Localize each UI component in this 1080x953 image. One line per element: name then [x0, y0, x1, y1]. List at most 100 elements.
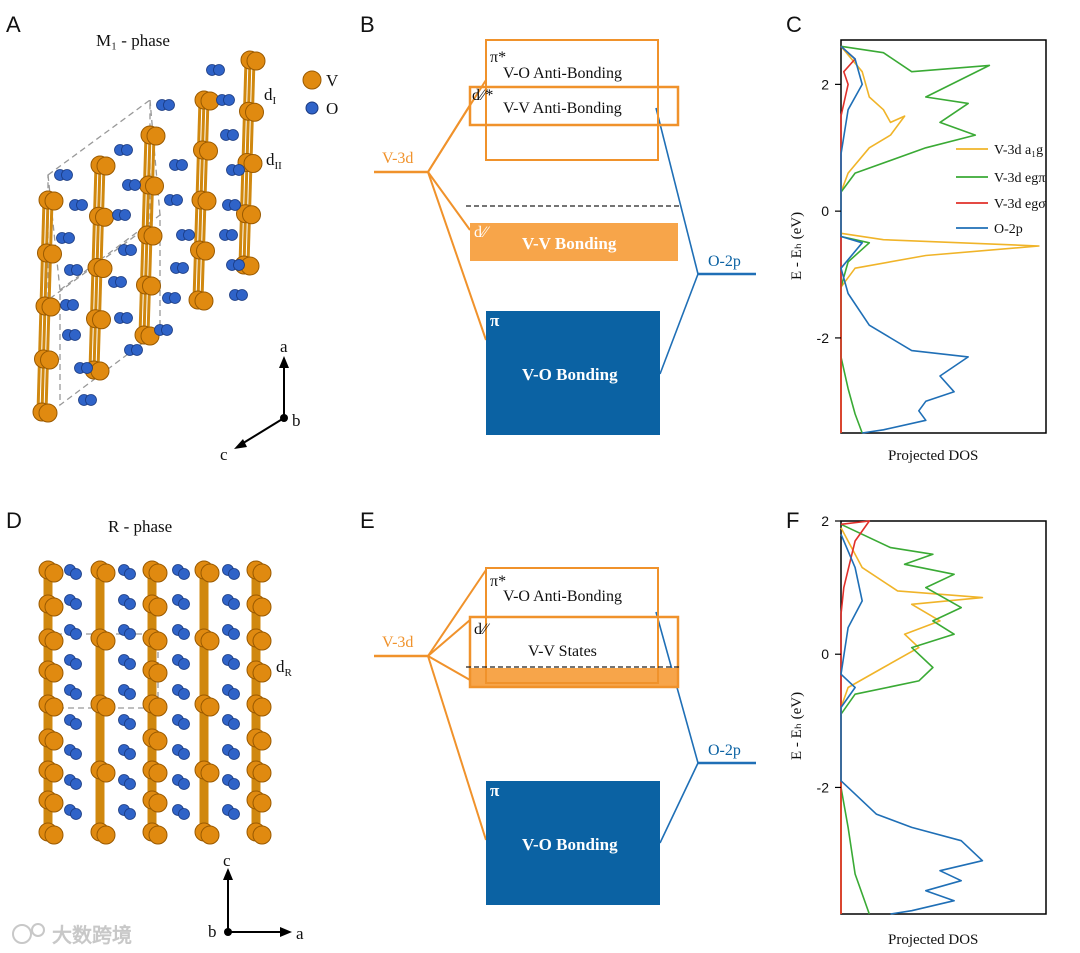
vanadium-atom	[148, 697, 168, 717]
y-tick-label: -2	[817, 330, 830, 346]
vo-bonding-label-e: V-O Bonding	[522, 835, 618, 854]
vanadium-atom	[44, 731, 64, 751]
oxygen-atom	[176, 159, 188, 171]
legend-v-label: V	[326, 71, 339, 90]
vv-antibonding-label: V-V Anti-Bonding	[503, 100, 622, 117]
legend-a1g: V-3d a₁g	[994, 143, 1043, 158]
vo-antibonding-box-e	[485, 567, 659, 684]
dos-curve-eg-pi	[840, 45, 991, 434]
d-par-star-label: d∕∕*	[472, 87, 493, 104]
vanadium-atom	[44, 697, 64, 717]
panel-a: A M₁ - phase V O dI dII a b c	[6, 12, 339, 464]
vanadium-atom	[197, 191, 217, 211]
oxygen-atom	[124, 748, 136, 760]
vanadium-atom	[44, 825, 64, 845]
vanadium-atom	[199, 141, 218, 161]
dos-curves-f	[840, 520, 984, 915]
panel-label-b: B	[360, 12, 375, 37]
vanadium-atom	[96, 825, 116, 845]
oxygen-atom	[124, 568, 136, 580]
vanadium-atom	[143, 226, 163, 246]
oxygen-atom	[178, 778, 190, 790]
vanadium-atom	[252, 731, 272, 751]
oxygen-atom	[70, 688, 82, 700]
vo-antibonding-label-b: V-O Anti-Bonding	[503, 65, 622, 82]
vanadium-atom	[148, 597, 168, 617]
panel-d: D R - phase dR c b a	[6, 508, 304, 943]
vanadium-atom	[246, 51, 266, 71]
o2p-label-b: O-2p	[708, 253, 741, 270]
oxygen-atom	[119, 209, 131, 221]
oxygen-atom	[177, 262, 189, 274]
vanadium-atom	[194, 291, 214, 311]
oxygen-atom	[171, 194, 183, 206]
vanadium-atom	[200, 825, 220, 845]
vanadium-atom	[44, 763, 64, 783]
oxygen-atom	[178, 808, 190, 820]
oxygen-atom	[70, 628, 82, 640]
vanadium-atom	[252, 763, 272, 783]
o2p-connectors-b	[655, 107, 699, 375]
oxygen-atom	[85, 394, 97, 406]
oxygen-atom	[228, 778, 240, 790]
vanadium-atom	[41, 297, 61, 317]
y-tick-label: 0	[821, 646, 829, 662]
v3d-label-b: V-3d	[382, 150, 413, 167]
dos-curve-a1g	[840, 527, 984, 914]
oxygen-atom	[226, 229, 238, 241]
y-tick-label: -2	[817, 779, 830, 795]
vv-states-fill	[470, 668, 678, 686]
oxygen-atom	[67, 299, 79, 311]
vanadium-atom	[93, 259, 113, 278]
o2p-label-e: O-2p	[708, 742, 741, 759]
oxygen-atom	[229, 199, 241, 211]
vv-states-box	[468, 615, 680, 689]
d1-label: dI	[264, 85, 277, 107]
oxygen-atom	[124, 808, 136, 820]
vanadium-atom	[96, 697, 116, 717]
vv-bonding-label: V-V Bonding	[522, 234, 617, 253]
vanadium-atom	[44, 631, 64, 651]
vanadium-legend-icon	[302, 70, 322, 90]
dos-curve-eg-pi	[840, 523, 962, 915]
vanadium-atom	[90, 361, 110, 381]
vanadium-atom	[148, 793, 168, 813]
axes-indicator-a	[234, 356, 289, 449]
x-axis-label-c: Projected DOS	[888, 448, 978, 464]
legend-eg-sigma: V-3d egσ	[994, 197, 1046, 212]
vanadium-atom	[44, 597, 64, 617]
panel-label-e: E	[360, 508, 375, 533]
vanadium-atom	[252, 631, 272, 651]
v3d-connectors-e	[427, 569, 487, 841]
vanadium-atom	[44, 191, 64, 211]
pi-star-label-e: π*	[490, 573, 506, 590]
vanadium-atom	[245, 102, 264, 122]
oxygen-atom	[213, 64, 225, 76]
oxygen-atom	[228, 748, 240, 760]
oxygen-atom	[163, 99, 175, 111]
dos-curve-a1g	[840, 45, 1040, 433]
oxygen-atom	[178, 748, 190, 760]
panel-label-a: A	[6, 12, 21, 37]
m1-crystal-structure	[32, 50, 266, 423]
vanadium-atom	[200, 631, 220, 651]
vanadium-atom	[96, 631, 116, 651]
panel-e: E V-3d O-2p π* V-O Anti-Bonding d∕∕ V-V …	[360, 508, 756, 905]
vanadium-atom	[200, 563, 220, 583]
oxygen-atom	[124, 628, 136, 640]
vanadium-atom	[95, 207, 114, 227]
vanadium-atom	[242, 205, 261, 225]
vanadium-atom	[243, 154, 263, 173]
oxygen-atom	[124, 598, 136, 610]
legend-o2p: O-2p	[994, 222, 1023, 237]
y-tick-label: 2	[821, 513, 829, 529]
vanadium-atom	[96, 156, 116, 176]
vanadium-atom	[40, 350, 59, 370]
vanadium-atom	[252, 793, 272, 813]
oxygen-atom	[228, 688, 240, 700]
vanadium-atom	[200, 697, 220, 717]
oxygen-atom	[228, 718, 240, 730]
dos-curve-eg-sigma	[840, 520, 871, 914]
oxygen-atom	[61, 169, 73, 181]
oxygen-atom	[71, 264, 83, 276]
